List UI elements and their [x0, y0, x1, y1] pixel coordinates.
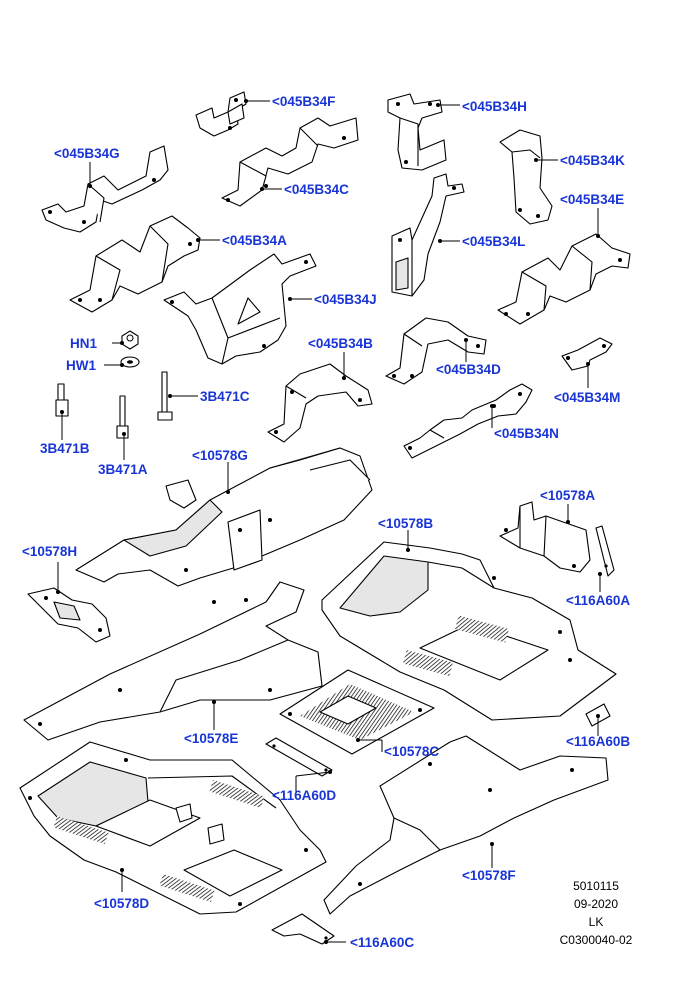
callout-045b34m[interactable]: <045B34M [554, 390, 620, 405]
panel-10578e [23, 581, 323, 741]
callout-116a60d[interactable]: <116A60D [272, 788, 336, 803]
callout-045b34d[interactable]: <045B34D [436, 362, 501, 377]
meta-line-1: 5010115 [573, 879, 619, 893]
callout-10578a[interactable]: <10578A [540, 488, 595, 503]
bracket-045b34j [163, 253, 317, 365]
panel-10578f [323, 735, 609, 915]
bracket-045b34e [497, 233, 631, 325]
callout-10578c[interactable]: <10578C [384, 744, 439, 759]
leader-lines [56, 99, 602, 944]
callout-045b34l[interactable]: <045B34L [462, 234, 525, 249]
callout-045b34e[interactable]: <045B34E [560, 192, 624, 207]
bracket-045b34m [561, 337, 613, 371]
callout-10578f[interactable]: <10578F [462, 868, 516, 883]
callout-045b34a[interactable]: <045B34A [222, 233, 287, 248]
bolt-3b471a [116, 395, 129, 439]
callout-045b34b[interactable]: <045B34B [308, 336, 373, 351]
callout-hw1[interactable]: HW1 [66, 358, 96, 373]
callout-116a60c[interactable]: <116A60C [350, 935, 414, 950]
bolt-3b471b [55, 383, 69, 417]
meta-line-3: LK [589, 915, 604, 929]
meta-line-4: C0300040-02 [560, 933, 633, 947]
callout-045b34f[interactable]: <045B34F [272, 94, 335, 109]
panel-10578g [75, 447, 373, 587]
callout-116a60b[interactable]: <116A60B [566, 734, 630, 749]
panel-10578h [27, 587, 111, 643]
bracket-045b34n [403, 383, 533, 459]
callout-3b471b[interactable]: 3B471B [40, 441, 90, 456]
callout-hn1[interactable]: HN1 [70, 336, 97, 351]
callout-045b34c[interactable]: <045B34C [284, 182, 349, 197]
panel-10578b [321, 541, 617, 721]
bracket-045b34b [267, 363, 373, 443]
callout-10578g[interactable]: <10578G [192, 448, 248, 463]
bracket-045b34k [499, 129, 553, 225]
strip-116a60d [265, 737, 333, 777]
panel-10578c [279, 669, 435, 755]
callout-045b34k[interactable]: <045B34K [560, 153, 625, 168]
meta-line-2: 09-2020 [574, 897, 618, 911]
callout-10578d[interactable]: <10578D [94, 896, 149, 911]
bracket-045b34d [385, 317, 487, 385]
bracket-045b34h [387, 93, 447, 171]
strip-116a60a [595, 525, 615, 577]
panel-10578a [499, 501, 591, 573]
bracket-045b34l [391, 173, 465, 297]
callout-3b471c[interactable]: 3B471C [200, 389, 250, 404]
bracket-045b34a [69, 215, 201, 313]
callout-116a60a[interactable]: <116A60A [566, 593, 630, 608]
callout-10578b[interactable]: <10578B [378, 516, 433, 531]
callout-3b471a[interactable]: 3B471A [98, 462, 148, 477]
callout-10578h[interactable]: <10578H [22, 544, 77, 559]
callout-045b34g[interactable]: <045B34G [54, 146, 120, 161]
strip-116a60c [271, 913, 335, 945]
callout-045b34h[interactable]: <045B34H [462, 99, 527, 114]
bracket-045b34g [41, 145, 169, 233]
panel-10578d [19, 741, 327, 915]
bracket-045b34f [195, 91, 247, 137]
callout-045b34n[interactable]: <045B34N [494, 426, 559, 441]
callout-045b34j[interactable]: <045B34J [314, 292, 377, 307]
nut-hn1 [121, 330, 139, 350]
bolt-3b471c [157, 371, 173, 421]
bracket-045b34c [221, 117, 359, 207]
washer-hw1 [120, 356, 140, 368]
callout-10578e[interactable]: <10578E [184, 731, 238, 746]
